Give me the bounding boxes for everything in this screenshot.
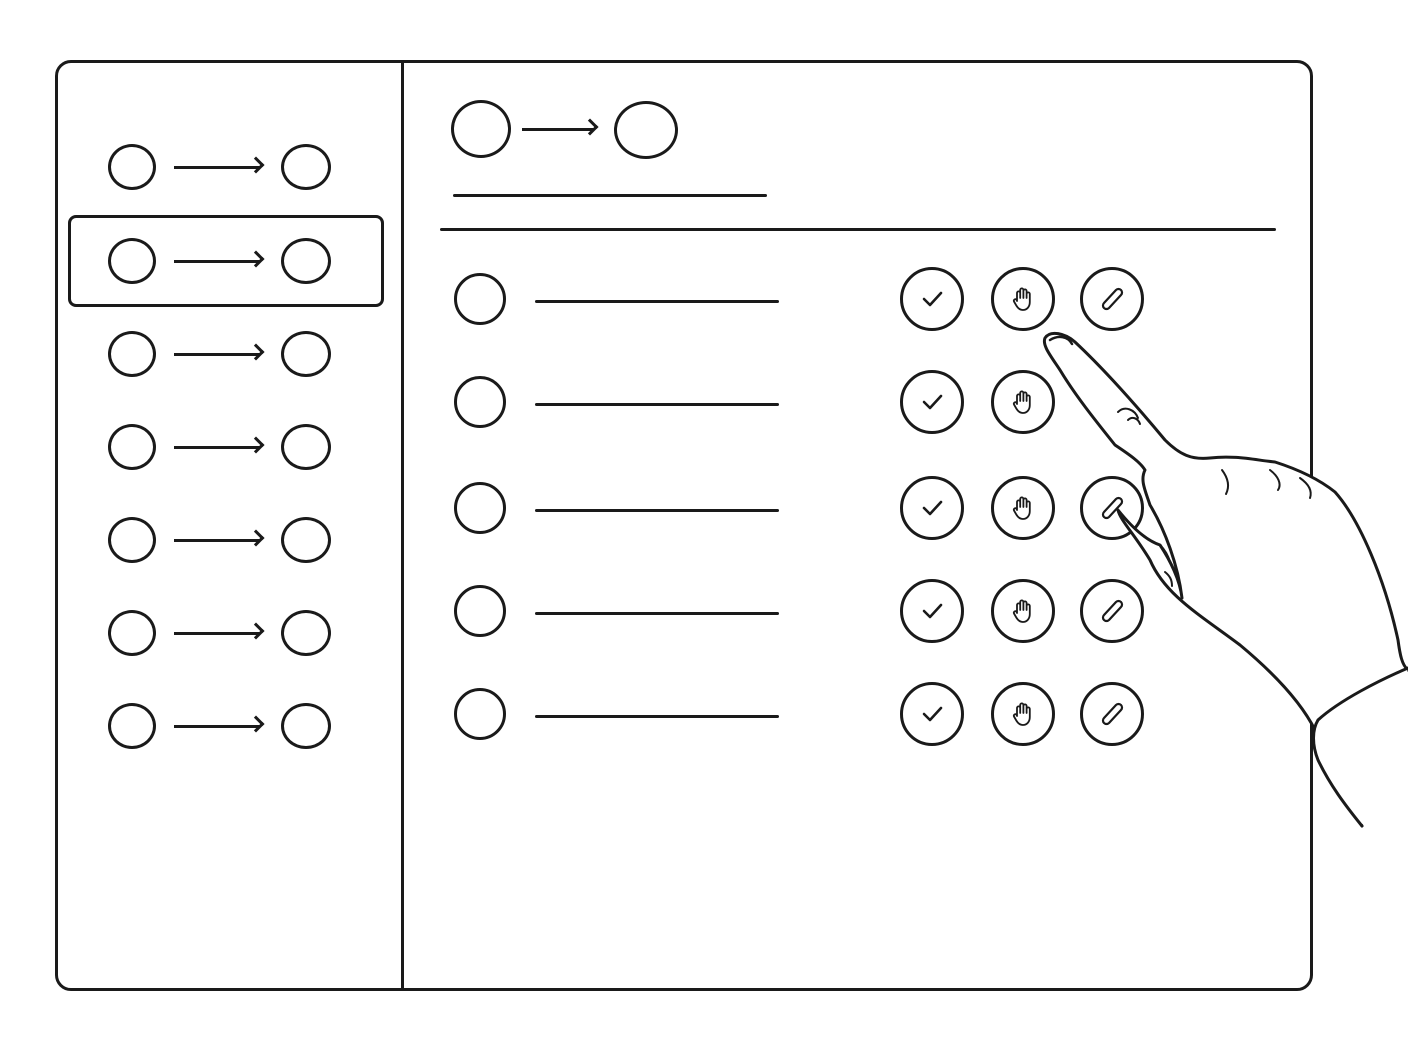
hand-stop-icon [1008,284,1038,314]
pencil-button[interactable] [1080,682,1144,746]
arrow-right-icon [174,725,260,728]
sidebar-item-source-avatar [108,331,156,377]
pencil-icon [1097,596,1127,626]
check-icon [917,493,947,523]
hand-stop-icon [1008,387,1038,417]
hand-stop-button[interactable] [991,370,1055,434]
hand-stop-icon [1008,493,1038,523]
arrow-right-icon [174,539,260,542]
row-text-line [535,612,779,615]
sidebar-item-target-avatar [281,517,331,563]
hand-stop-button[interactable] [991,682,1055,746]
header-subtitle-line [453,194,767,197]
row-text-line [535,403,779,406]
header-source-avatar [451,100,511,158]
row-avatar [454,376,506,428]
sidebar-item-target-avatar [281,703,331,749]
sidebar-item-source-avatar [108,703,156,749]
sidebar-item-source-avatar [108,238,156,284]
row-text-line [535,509,779,512]
header-target-avatar [614,101,678,159]
row-text-line [535,715,779,718]
arrow-right-icon [174,260,260,263]
check-button[interactable] [900,579,964,643]
row-avatar [454,585,506,637]
row-avatar [454,273,506,325]
pencil-icon [1097,284,1127,314]
hand-stop-button[interactable] [991,267,1055,331]
check-button[interactable] [900,267,964,331]
arrow-right-icon [174,166,260,169]
check-icon [917,284,947,314]
check-button[interactable] [900,370,964,434]
check-icon [917,387,947,417]
sidebar-item-target-avatar [281,238,331,284]
pencil-button[interactable] [1080,267,1144,331]
sidebar-item-target-avatar [281,610,331,656]
hand-stop-button[interactable] [991,476,1055,540]
row-text-line [535,300,779,303]
sidebar-item[interactable] [68,215,384,307]
sidebar-item-source-avatar [108,610,156,656]
arrow-right-icon [174,632,260,635]
arrow-right-icon [174,353,260,356]
hand-stop-icon [1008,596,1038,626]
sidebar-item-target-avatar [281,424,331,470]
header-separator [440,228,1276,231]
sidebar-item-target-avatar [281,331,331,377]
row-avatar [454,482,506,534]
check-button[interactable] [900,682,964,746]
check-icon [917,699,947,729]
pencil-button[interactable] [1080,579,1144,643]
sidebar-item-source-avatar [108,517,156,563]
arrow-right-icon [174,446,260,449]
check-button[interactable] [900,476,964,540]
sidebar-item-source-avatar [108,144,156,190]
pane-divider[interactable] [401,62,404,990]
row-avatar [454,688,506,740]
sidebar-item-target-avatar [281,144,331,190]
hand-stop-button[interactable] [991,579,1055,643]
sidebar-item-source-avatar [108,424,156,470]
pencil-icon [1097,493,1127,523]
check-icon [917,596,947,626]
hand-stop-icon [1008,699,1038,729]
arrow-right-icon [522,128,594,131]
pencil-icon [1097,699,1127,729]
